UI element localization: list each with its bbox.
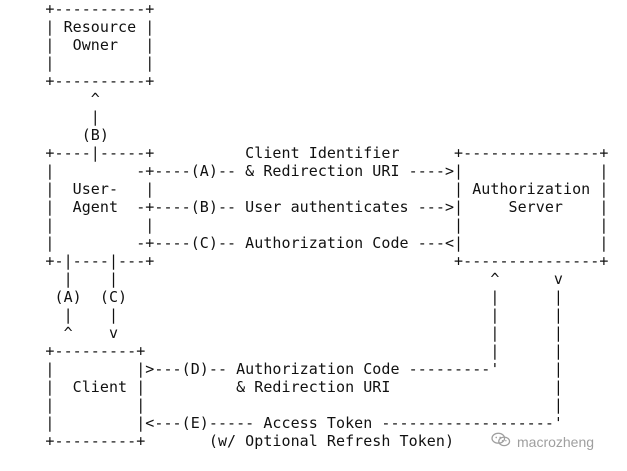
diagram-line: | Resource | xyxy=(0,18,155,36)
diagram-line: | | | | xyxy=(0,306,564,324)
diagram-line: | | | xyxy=(0,396,564,414)
oauth-authorization-code-flow-diagram: +----------+ | Resource | | Owner | | | … xyxy=(0,0,609,450)
diagram-line: +---------+ | | xyxy=(0,342,564,360)
diagram-line: | Owner | xyxy=(0,36,155,54)
diagram-line: | xyxy=(0,108,100,126)
diagram-line: | Client | & Redirection URI | xyxy=(0,378,564,396)
diagram-line: +----------+ xyxy=(0,0,155,18)
wechat-icon xyxy=(490,431,512,452)
diagram-line: +----------+ xyxy=(0,72,155,90)
diagram-line: +---------+ (w/ Optional Refresh Token) xyxy=(0,432,455,450)
diagram-line: | -+----(C)-- Authorization Code ---<| | xyxy=(0,234,609,252)
diagram-line: | | | | xyxy=(0,216,609,234)
diagram-line: | | ^ v xyxy=(0,270,564,288)
diagram-line: | |>---(D)-- Authorization Code --------… xyxy=(0,360,564,378)
watermark-text: macrozheng xyxy=(517,433,595,450)
diagram-line: | |<---(E)----- Access Token -----------… xyxy=(0,414,564,432)
diagram-line: | | xyxy=(0,54,155,72)
diagram-line: (B) xyxy=(0,126,109,144)
diagram-line: (A) (C) | | xyxy=(0,288,564,306)
diagram-line: | -+----(A)-- & Redirection URI ---->| | xyxy=(0,162,609,180)
diagram-line: +-|----|---+ +---------------+ xyxy=(0,252,609,270)
diagram-line: | Agent -+----(B)-- User authenticates -… xyxy=(0,198,609,216)
diagram-line: +----|-----+ Client Identifier +--------… xyxy=(0,144,609,162)
diagram-line: | User- | | Authorization | xyxy=(0,180,609,198)
diagram-line: ^ xyxy=(0,90,100,108)
diagram-line: ^ v | | xyxy=(0,324,564,342)
watermark: macrozheng xyxy=(490,431,594,452)
